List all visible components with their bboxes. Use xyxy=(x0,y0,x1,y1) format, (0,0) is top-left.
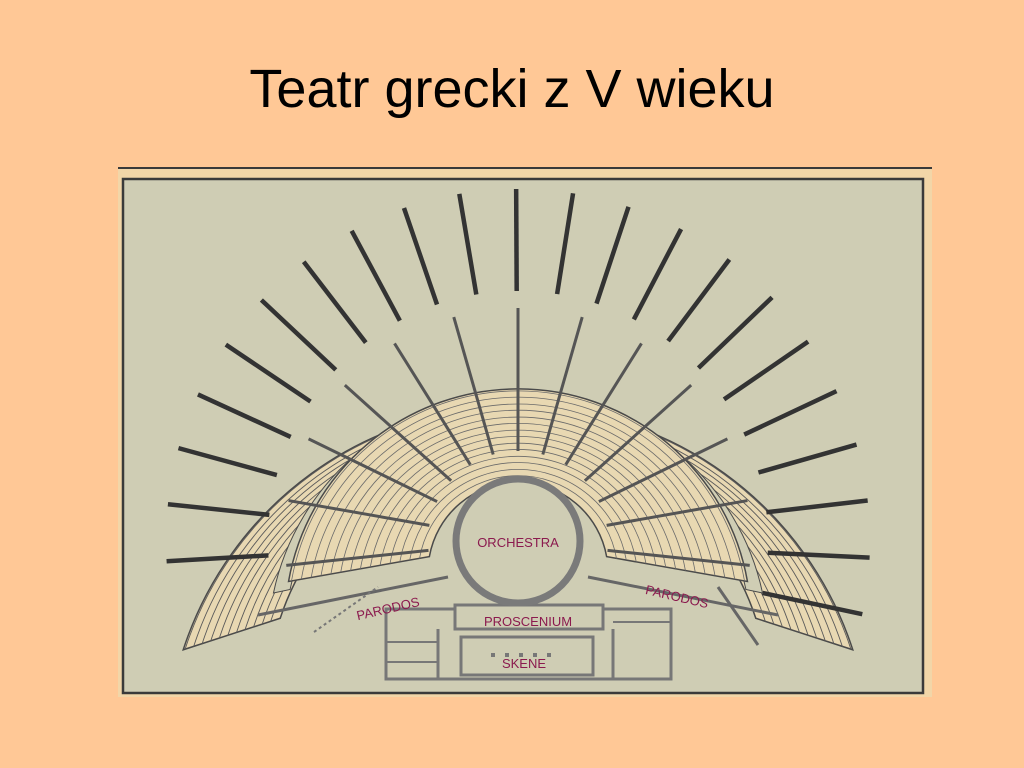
slide-title: Teatr grecki z V wieku xyxy=(249,59,775,119)
upper-stairway xyxy=(767,550,870,560)
upper-stairway xyxy=(722,339,810,402)
parodos-right-ramp xyxy=(716,586,760,646)
lower-seat-row xyxy=(389,455,647,564)
theatre-diagram: ORCHESTRA PARODOS PARODOS PROSCENIUM SKE… xyxy=(118,167,932,697)
upper-stairway xyxy=(457,193,479,295)
skene-label: SKENE xyxy=(502,656,546,671)
upper-stairway xyxy=(167,501,270,518)
lower-stairway xyxy=(541,316,584,455)
skene-hall xyxy=(459,635,595,677)
upper-stairway xyxy=(349,229,402,322)
lower-stairway xyxy=(307,437,438,503)
parodos-right-wall xyxy=(587,575,779,617)
upper-stairway xyxy=(554,192,576,295)
lower-stairway xyxy=(606,499,748,527)
lower-stairway xyxy=(286,548,429,567)
parodos-left-ramp xyxy=(313,586,379,633)
skene-column xyxy=(547,653,551,657)
upper-stairway xyxy=(513,188,519,292)
orchestra-label: ORCHESTRA xyxy=(477,535,559,550)
seating-area xyxy=(166,188,870,651)
lower-stairway xyxy=(393,342,472,466)
skene-column xyxy=(505,653,509,657)
upper-stairway xyxy=(757,442,858,475)
proscenium-label: PROSCENIUM xyxy=(484,614,572,629)
upper-stairway xyxy=(301,260,368,345)
upper-stairway xyxy=(177,445,278,478)
lower-stairway xyxy=(598,437,729,503)
upper-stairway xyxy=(762,590,863,617)
upper-stairway xyxy=(594,206,631,305)
lower-stairway xyxy=(343,383,453,482)
orchestra-circle xyxy=(452,475,584,607)
theatre-plan-svg: ORCHESTRA PARODOS PARODOS PROSCENIUM SKE… xyxy=(121,177,925,695)
lower-seat-row xyxy=(409,468,627,561)
lower-stairway xyxy=(452,316,495,455)
upper-stairway xyxy=(666,258,732,343)
upper-stairway xyxy=(696,295,774,370)
upper-stairway xyxy=(401,207,440,306)
lower-stairway xyxy=(288,499,430,527)
lower-stairway xyxy=(583,383,693,482)
upper-stairway xyxy=(766,498,868,515)
upper-stairway xyxy=(743,389,838,437)
skene-column xyxy=(519,653,523,657)
upper-stairway xyxy=(631,228,684,321)
upper-stairway xyxy=(259,298,338,372)
skene-column xyxy=(533,653,537,657)
skene-column xyxy=(491,653,495,657)
upper-stairway xyxy=(197,392,292,439)
lower-seat-row xyxy=(399,462,637,562)
upper-stairway xyxy=(166,553,269,564)
parodos-left-wall xyxy=(257,575,449,617)
stage-building xyxy=(257,575,779,681)
lower-stairway xyxy=(564,342,643,466)
lower-stairway xyxy=(607,548,750,567)
upper-stairway xyxy=(224,342,312,404)
